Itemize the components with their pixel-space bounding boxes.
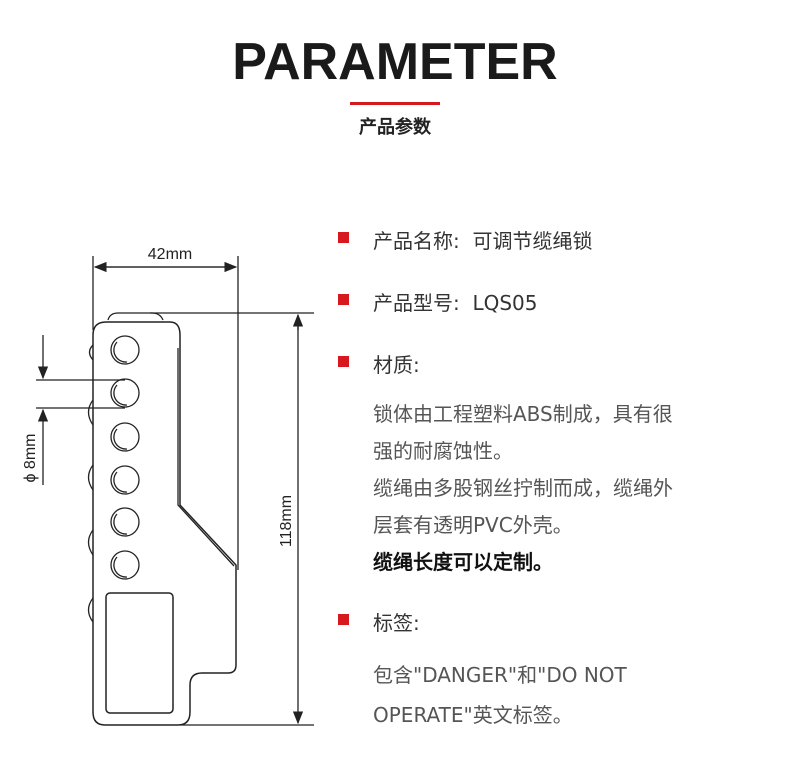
hole-icon <box>110 550 140 580</box>
hole-shade <box>113 471 128 493</box>
bullet-icon <box>338 356 349 367</box>
title-divider <box>350 102 440 105</box>
hole-icon <box>110 422 140 452</box>
tag-description: 包含"DANGER"和"DO NOT OPERATE"英文标签。 <box>373 655 627 735</box>
spec-model: 产品型号: LQS05 <box>373 287 538 316</box>
width-label: 42mm <box>148 246 192 263</box>
text-line: OPERATE"英文标签。 <box>373 703 573 727</box>
hole-shade <box>113 384 128 406</box>
cable-bumps <box>87 344 94 623</box>
spec-label: 产品名称: <box>373 229 460 253</box>
text-line: 强的耐腐蚀性。 <box>373 439 513 463</box>
page-title: PARAMETER <box>232 33 558 91</box>
hole-icon <box>110 507 140 537</box>
cable-holes <box>110 335 140 580</box>
lock-body-outline <box>92 321 237 726</box>
spec-label: 产品型号: <box>373 291 460 315</box>
bullet-icon <box>338 614 349 625</box>
spec-value: 可调节缆绳锁 <box>472 229 593 253</box>
spec-product-name: 产品名称: 可调节缆绳锁 <box>373 225 592 254</box>
text-line: 层套有透明PVC外壳。 <box>373 513 573 537</box>
hole-shade <box>113 428 128 450</box>
spec-material-label: 材质: <box>373 353 420 377</box>
material-description: 锁体由工程塑料ABS制成，具有很 强的耐腐蚀性。 缆绳由多股钢丝拧制而成，缆绳外… <box>373 396 673 581</box>
hole-label: ϕ 8mm <box>22 434 39 483</box>
hole-icon <box>110 335 140 365</box>
text-line: 缆绳由多股钢丝拧制而成，缆绳外 <box>373 476 673 500</box>
label-window <box>105 592 174 714</box>
hole-icon <box>110 378 140 408</box>
spec-tag-label: 标签: <box>373 611 420 635</box>
product-dimension-drawing: 42mm 118mm ϕ 8mm <box>22 246 314 726</box>
spec-value: LQS05 <box>472 291 538 315</box>
height-label: 118mm <box>278 495 295 547</box>
hole-shade <box>113 556 128 578</box>
emphasis-line: 缆绳长度可以定制。 <box>373 550 553 574</box>
hole-icon <box>110 465 140 495</box>
page-subtitle: 产品参数 <box>359 117 431 138</box>
text-line: 包含"DANGER"和"DO NOT <box>373 663 627 687</box>
lock-body-edge <box>177 348 235 567</box>
hole-shade <box>113 341 128 363</box>
lock-top-cap <box>107 312 164 321</box>
bullet-icon <box>338 294 349 305</box>
bullet-icon <box>338 232 349 243</box>
text-line: 锁体由工程塑料ABS制成，具有很 <box>373 402 673 426</box>
hole-shade <box>113 513 128 535</box>
